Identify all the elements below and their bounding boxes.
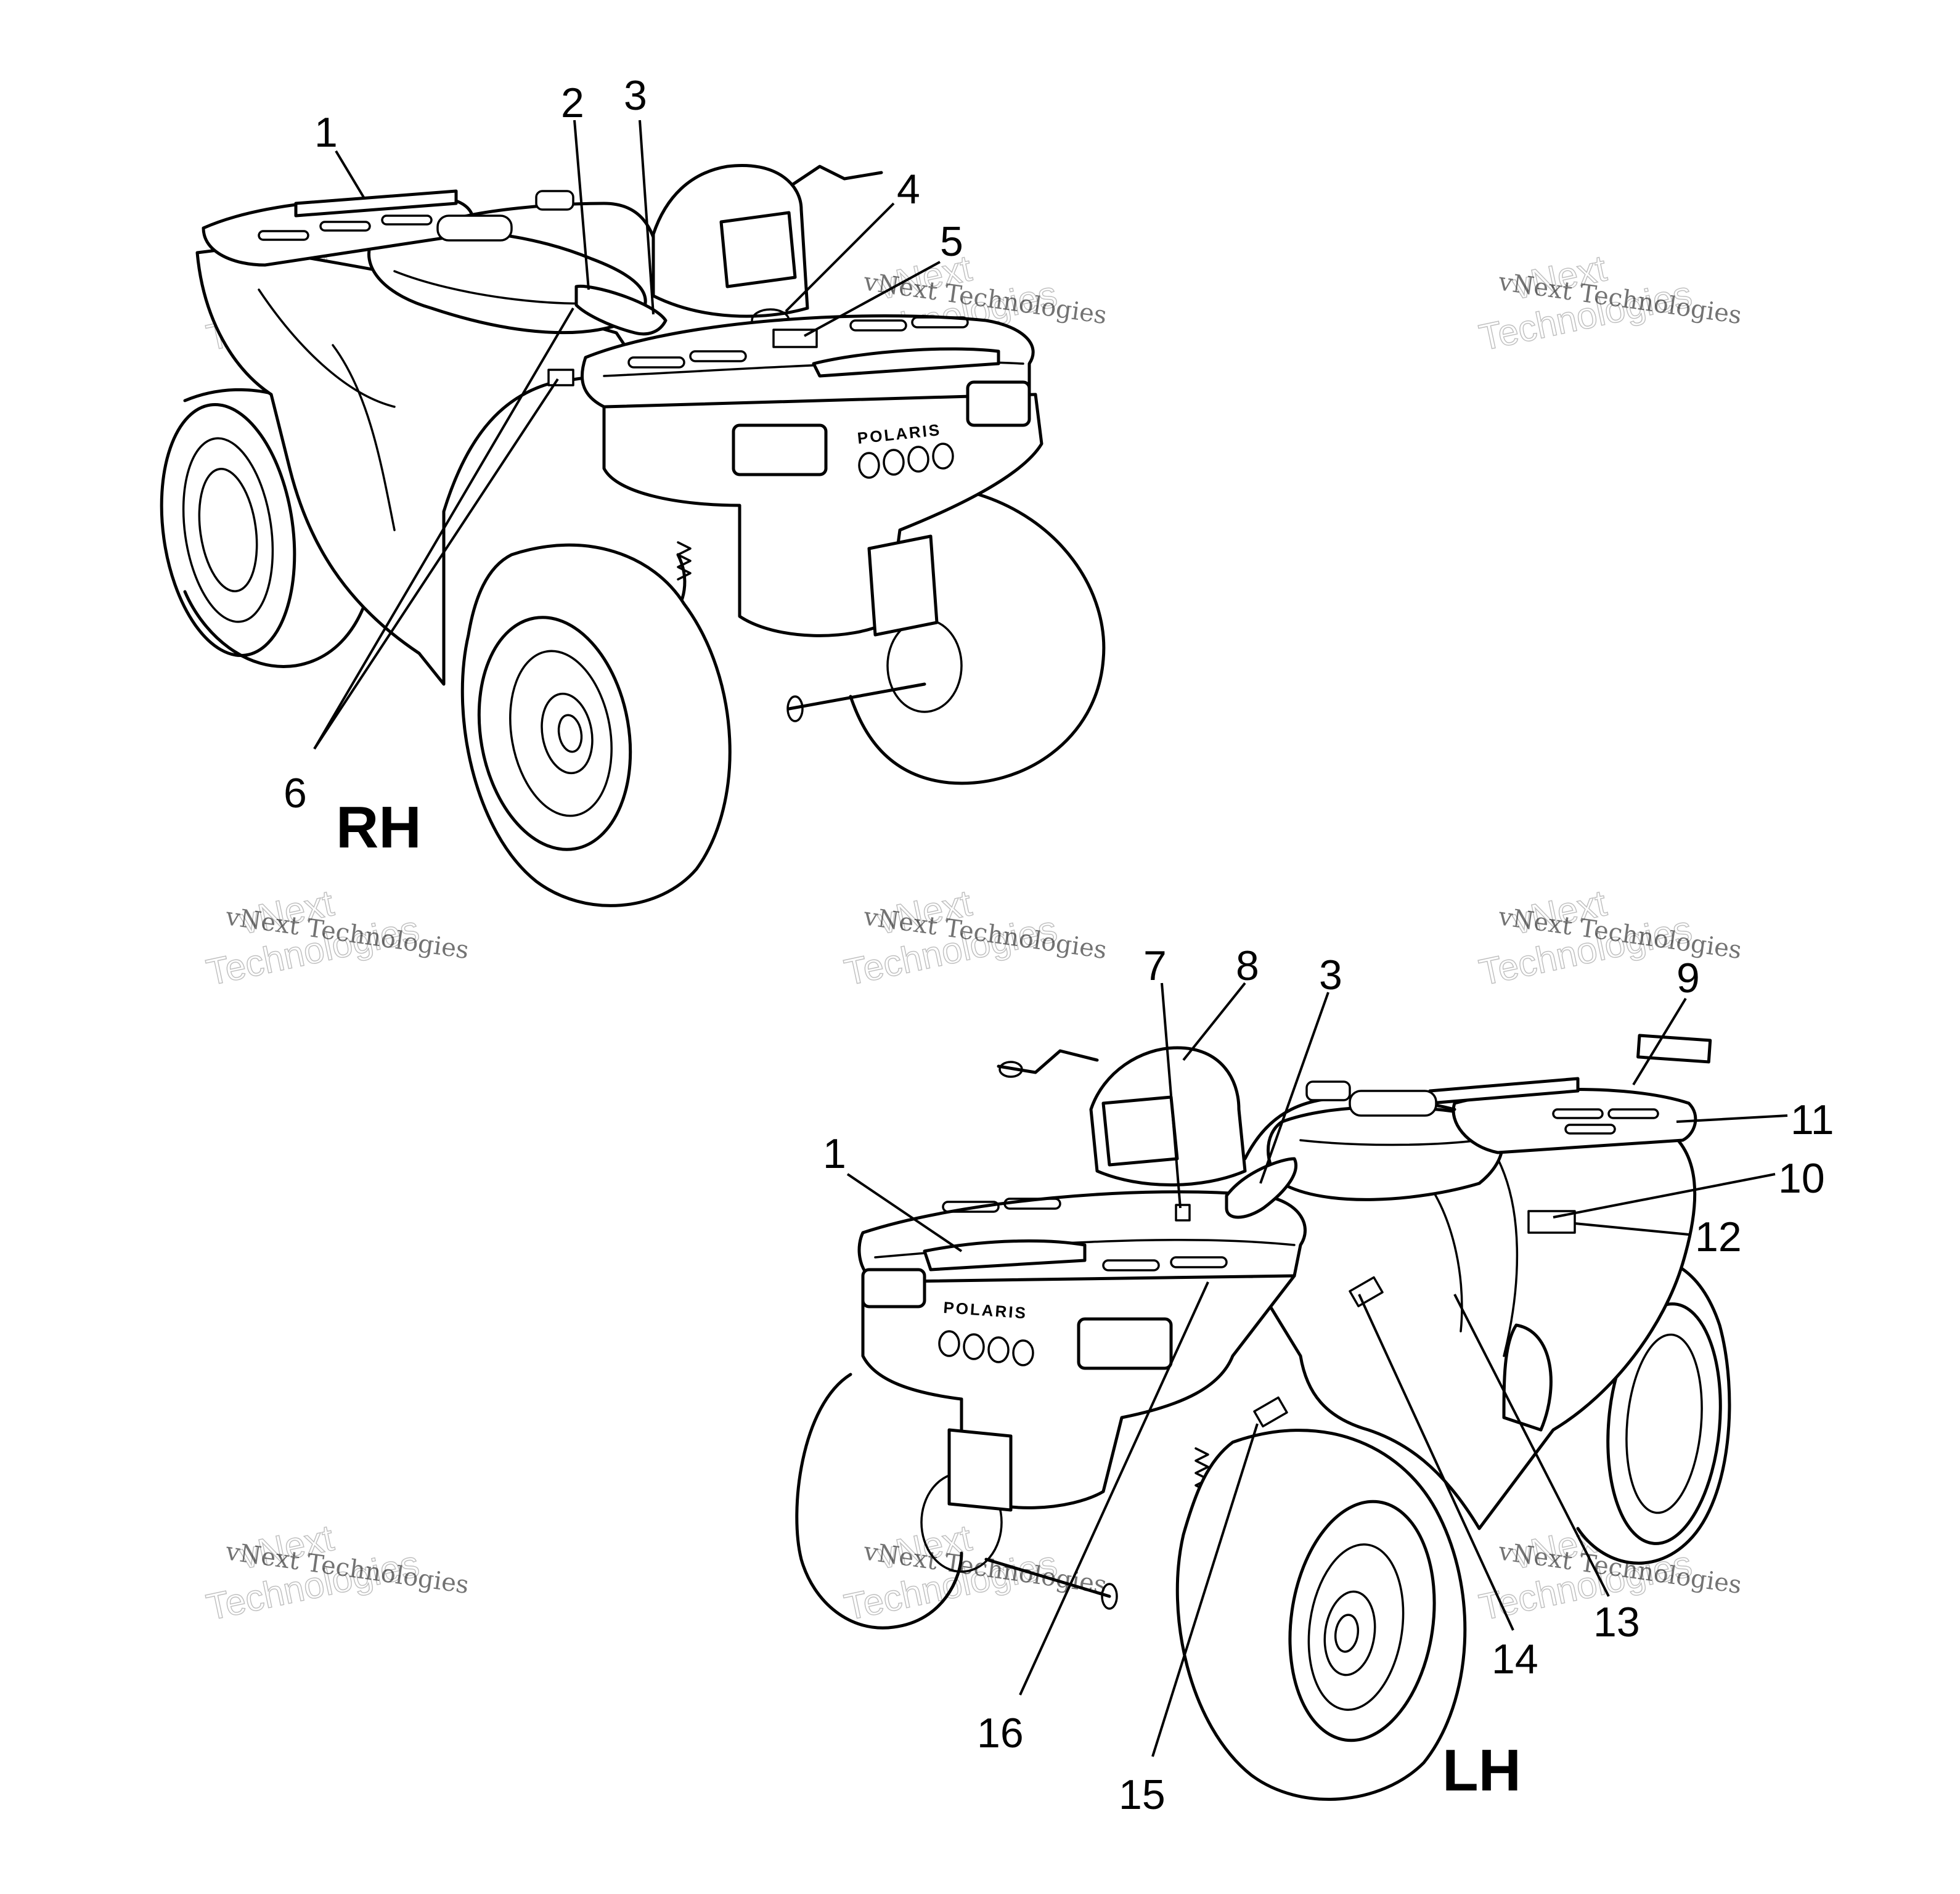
leader-line	[1676, 1116, 1787, 1122]
leader-line	[1162, 983, 1180, 1208]
rear-rack-lh	[1430, 1079, 1696, 1153]
leader-line	[640, 120, 653, 314]
decal-6	[549, 370, 573, 385]
atv-left-hand-view: POLARIS	[797, 1035, 1730, 1799]
leader-line	[1553, 1174, 1775, 1217]
leader-line	[1633, 998, 1686, 1085]
callout-number: 2	[561, 80, 584, 126]
callout-number: 3	[624, 72, 647, 119]
rear-wheel-rh	[146, 390, 376, 666]
front-rack-rh	[582, 316, 1033, 416]
leader-line	[574, 120, 589, 290]
decal-14	[1350, 1278, 1382, 1307]
decal-side-panel-rh	[576, 286, 666, 333]
front-wheel-near-rh	[462, 545, 730, 905]
rear-rack-rh	[203, 191, 473, 265]
leader-line	[847, 1174, 962, 1251]
leader-line	[1455, 1294, 1609, 1596]
leader-line	[336, 151, 364, 197]
leader-line	[1359, 1294, 1513, 1630]
front-fascia-lh: POLARIS	[863, 1270, 1294, 1609]
leader-line	[1575, 1223, 1689, 1235]
front-wheel-near-lh	[1177, 1431, 1465, 1800]
callout-number: 14	[1492, 1636, 1538, 1683]
leader-line	[1153, 1424, 1257, 1757]
callout-number: 13	[1593, 1599, 1640, 1646]
leader-line	[786, 203, 894, 311]
leader-line	[1020, 1282, 1208, 1695]
decal-9	[1638, 1035, 1710, 1062]
callout-number: 5	[940, 218, 963, 265]
callout-number: 11	[1791, 1096, 1834, 1143]
leader-line	[804, 262, 940, 336]
view-label-lh: LH	[1442, 1737, 1521, 1803]
leader-line	[314, 308, 573, 749]
leader-line	[1183, 983, 1245, 1060]
decal-group-lh	[1176, 1035, 1710, 1426]
handlebars-lh	[998, 1051, 1455, 1159]
callout-number: 10	[1778, 1155, 1825, 1202]
leader-line	[1260, 992, 1328, 1183]
callout-number: 8	[1236, 942, 1259, 989]
callout-number: 12	[1695, 1214, 1742, 1260]
callout-number: 16	[977, 1710, 1024, 1757]
callout-number: 3	[1319, 952, 1342, 998]
callout-number: 1	[823, 1130, 846, 1177]
callout-number: 1	[314, 109, 338, 156]
handlebars-rh	[438, 166, 881, 259]
callout-number: 4	[897, 166, 920, 213]
atv-right-hand-view: POLARIS	[146, 165, 1103, 905]
decal-15	[1254, 1398, 1287, 1427]
callout-number: 7	[1143, 942, 1167, 989]
front-fascia-rh: POLARIS	[604, 382, 1042, 721]
view-label-rh: RH	[336, 794, 422, 860]
headlight-pod-lh	[1091, 1048, 1245, 1220]
callout-number: 9	[1676, 955, 1700, 1002]
callout-numbers: 1 2 3 4 5 6 7 8 3 9 11 1 10 12 13 14 16 …	[284, 72, 1834, 1818]
front-rack-lh	[859, 1192, 1305, 1293]
decal-7	[1176, 1205, 1190, 1220]
headlight-pod-rh	[653, 165, 807, 332]
leader-line	[314, 379, 558, 749]
body-lh	[1233, 1107, 1695, 1529]
leader-lines	[314, 120, 1787, 1757]
callout-number: 6	[284, 770, 307, 817]
decal-side-panel-lh	[1227, 1159, 1296, 1217]
decal-group-rh	[549, 286, 817, 385]
callout-number: 15	[1119, 1771, 1166, 1818]
body-rh	[197, 231, 645, 684]
